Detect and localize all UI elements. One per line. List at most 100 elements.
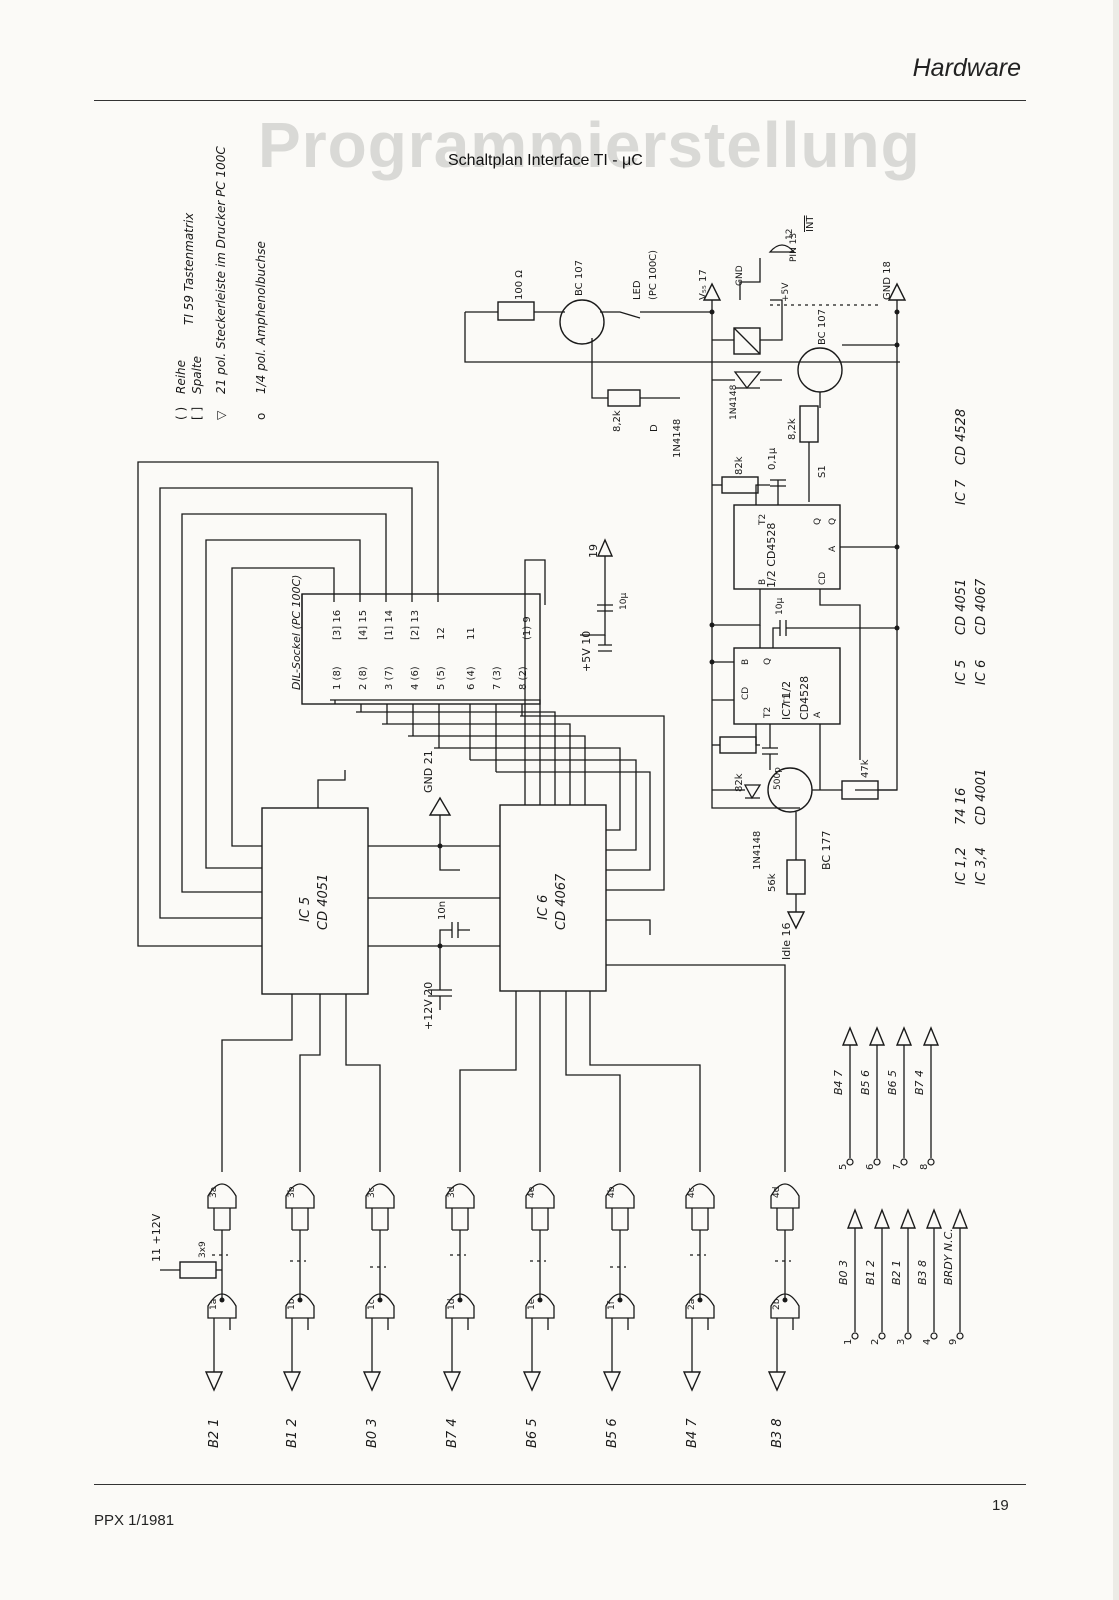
gate-upper-4: 3d — [445, 1165, 475, 1300]
gate-lower-8: 2b — [770, 1293, 800, 1372]
svg-text:B2 1: B2 1 — [207, 1418, 222, 1448]
right-upper-conn-3: B6 57 — [886, 1026, 913, 1170]
ic6-part: CD 4067 — [554, 873, 569, 930]
cap-0u1 — [770, 479, 786, 505]
ic7a-label: 1/2 CD4528 — [765, 523, 778, 588]
wire-ic6-gnd2 — [606, 919, 651, 935]
bottom-pin-4: B7 4 — [442, 1371, 462, 1448]
legend-sym-1: ( ) — [174, 407, 188, 420]
svg-text:1: 1 — [843, 1339, 854, 1345]
gnd-wire — [439, 846, 460, 871]
svg-text:7: 7 — [892, 1164, 903, 1170]
bottom-pin-8: B3 8 — [767, 1371, 787, 1448]
svg-text:19: 19 — [587, 544, 600, 558]
gate-upper-label-2: 3b — [287, 1186, 297, 1198]
gate-lower-label-5: 1e — [527, 1298, 537, 1310]
bottom-pin-7: B4 7 — [682, 1371, 702, 1448]
svg-text:B5 6: B5 6 — [859, 1070, 872, 1095]
section-label: Hardware — [912, 54, 1021, 82]
legend-text-5: 1/4 pol. Amphenolbuchse — [254, 241, 268, 394]
svg-text:8: 8 — [919, 1164, 930, 1170]
resistor-100 — [497, 301, 535, 321]
legend-text-2: Spalte — [190, 356, 204, 394]
right-upper-conn-1: B4 75 — [832, 1026, 859, 1170]
svg-text:B5 6: B5 6 — [605, 1418, 620, 1448]
wire-ic5-c — [221, 994, 293, 1165]
legend-sym-4: o — [254, 413, 268, 420]
idle-16-arrow — [786, 911, 806, 930]
right-lower-conn-3: B2 13 — [890, 1208, 917, 1345]
right-lower-conn-4: B3 84 — [916, 1208, 943, 1345]
bottom-pin-5: B6 5 — [522, 1371, 542, 1448]
footer-rule — [94, 1484, 1026, 1485]
diagram-title: Schaltplan Interface TI - μC — [448, 152, 643, 169]
dil-socket-label: DIL-Sockel (PC 100C) — [290, 575, 303, 690]
ic-list-3-part: CD 4051 — [954, 579, 969, 635]
header-rule — [94, 100, 1026, 101]
r47k-label: 47k — [860, 759, 871, 778]
svg-text:11 +12V: 11 +12V — [150, 1213, 163, 1262]
gate-lower-1: 1a — [207, 1293, 237, 1372]
dil-pin-3: 3 (7) — [384, 666, 395, 690]
dil-pin-11: 11 — [466, 627, 477, 640]
svg-text:GND 21: GND 21 — [422, 750, 435, 793]
gate-lower-label-2: 1b — [287, 1298, 297, 1310]
dil-socket-pins: 1 (8) 2 (8) 3 (7) 4 (6) 5 (5) 6 (4) 7 (3… — [332, 610, 533, 690]
dil-pin-12: 12 — [436, 627, 447, 640]
right-upper-conn-2: B5 66 — [859, 1026, 886, 1170]
gate-lower-label-7: 2a — [687, 1299, 697, 1310]
svg-text:B0 3: B0 3 — [837, 1260, 850, 1285]
gate-upper-6: 4b — [605, 1165, 635, 1300]
dil-pin-13: [2] 13 — [410, 610, 421, 640]
svg-text:8,2k: 8,2k — [787, 418, 798, 440]
ic-list-5-name: IC 7 — [954, 479, 969, 505]
gate-lower-5: 1e — [525, 1293, 555, 1372]
wire-ic6-2 — [356, 711, 556, 805]
gate-lower-7: 2a — [685, 1293, 715, 1372]
ic-list-3-name: IC 5 — [954, 660, 969, 685]
svg-text:T2: T2 — [758, 514, 768, 526]
gate-upper-7: 4c — [685, 1165, 715, 1300]
svg-text:B6 5: B6 5 — [525, 1418, 540, 1448]
transistor-bc107-right — [797, 347, 843, 393]
svg-text:IC7 1/2: IC7 1/2 — [780, 681, 793, 720]
svg-text:Q: Q — [828, 518, 838, 525]
wire-ic5-inhibit — [317, 770, 346, 808]
gate-upper-label-7: 4c — [687, 1187, 697, 1198]
right-lower-conn-5: BRDY N.C.9 — [942, 1208, 969, 1345]
svg-text:GND 18: GND 18 — [882, 261, 893, 300]
gate-upper-label-3: 3c — [367, 1187, 377, 1198]
svg-text:B3 8: B3 8 — [916, 1260, 929, 1285]
resistor-82k-lower — [719, 736, 757, 754]
page-number: 19 — [992, 1497, 1009, 1514]
ic-list: IC 1,2 74 16 IC 3,4 CD 4001 IC 5 CD 4051… — [954, 409, 989, 885]
supply-19-arrow — [596, 538, 614, 557]
svg-text:12: 12 — [785, 229, 795, 240]
resistor-8k2-left — [607, 389, 641, 407]
wire-ic5-a — [345, 994, 381, 1165]
svg-text:B7 4: B7 4 — [445, 1418, 460, 1448]
gate-lower-label-8: 2b — [772, 1298, 782, 1310]
wire-ic6-5 — [434, 747, 621, 831]
r8k2-left-label: 8,2k — [612, 410, 623, 432]
gate-lower-label-1: 1a — [209, 1299, 219, 1310]
svg-text:B: B — [741, 659, 751, 665]
wire-ic6-enable — [606, 964, 786, 1165]
cap-500p-label: 500p — [773, 767, 783, 790]
svg-text:T2: T2 — [763, 707, 773, 719]
s1-left-value: 1N4148 — [672, 419, 683, 458]
svg-text:BRDY N.C.: BRDY N.C. — [942, 1228, 955, 1285]
svg-text:A: A — [828, 545, 838, 552]
wire-ic6-4 — [408, 735, 586, 805]
right-lower-conn-1: B0 3 1 — [837, 1208, 864, 1345]
gate-lower-6: 1f — [605, 1293, 635, 1372]
resistor-3x9 — [179, 1261, 217, 1279]
diode-1n4148-top — [733, 371, 762, 390]
ic-list-2-part: CD 4001 — [974, 769, 989, 825]
svg-text:Q: Q — [763, 658, 773, 665]
issue-label: PPX 1/1981 — [94, 1512, 175, 1529]
